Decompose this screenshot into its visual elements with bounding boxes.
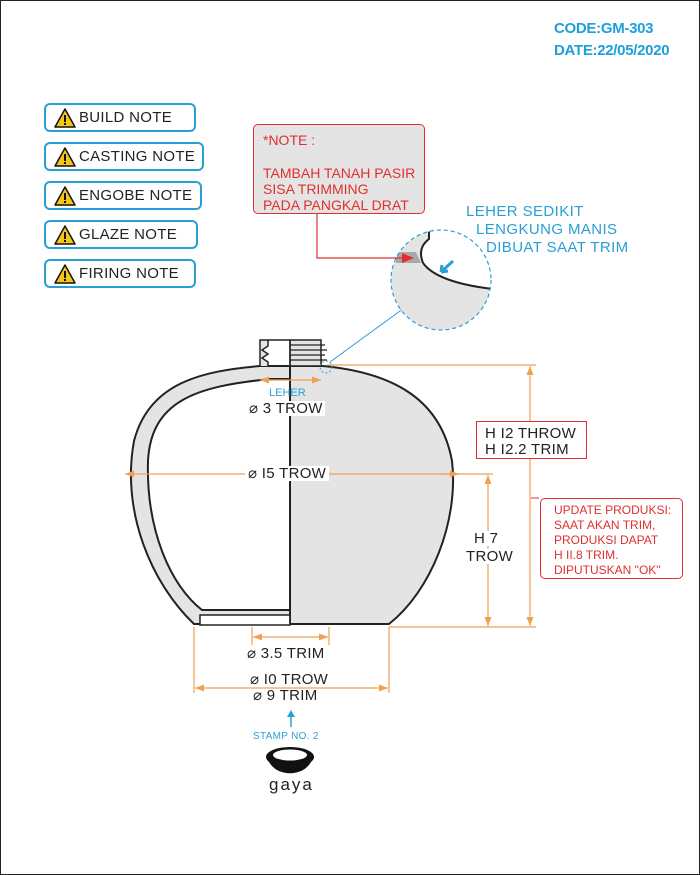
- neck-diameter-label: ⌀ 3 TROW: [247, 400, 325, 417]
- foot-outer-throw-label: ⌀ I0 TROW: [247, 672, 332, 687]
- gaya-logo-icon: [266, 747, 314, 774]
- note-line-3: PADA PANGKAL DRAT: [263, 197, 409, 213]
- pot-foot: [199, 614, 291, 626]
- dimension-lines: [125, 364, 536, 693]
- pot-body: [130, 339, 454, 626]
- glaze-note-label: GLAZE NOTE: [79, 226, 178, 243]
- brand-wordmark: gaya: [269, 775, 314, 794]
- neck-detail-view: [329, 229, 492, 363]
- note-line-1: TAMBAH TANAH PASIR: [263, 165, 416, 181]
- stamp-label: STAMP NO. 2: [253, 731, 319, 742]
- warning-icon: [54, 107, 76, 128]
- drawing-date: DATE:22/05/2020: [554, 42, 670, 59]
- neck-callout-line-1: LEHER SEDIKIT: [466, 203, 584, 220]
- engobe-note-button[interactable]: ENGOBE NOTE: [44, 181, 202, 210]
- firing-note-button[interactable]: FIRING NOTE: [44, 259, 196, 288]
- neck-thread: [290, 344, 327, 361]
- drawing-code: CODE:GM-303: [554, 20, 654, 37]
- warning-icon: [54, 146, 76, 167]
- detail-blue-arrow: [439, 259, 455, 274]
- detail-marker: [319, 360, 333, 374]
- update-line-4: H II.8 TRIM.: [554, 548, 619, 562]
- mid-height-label-2: TROW: [465, 548, 515, 565]
- pot-right-half: [289, 365, 454, 625]
- engobe-note-label: ENGOBE NOTE: [79, 187, 193, 204]
- warning-icon: [54, 263, 76, 284]
- casting-note-button[interactable]: CASTING NOTE: [44, 142, 204, 171]
- note-line-2: SISA TRIMMING: [263, 181, 369, 197]
- update-line-2: SAAT AKAN TRIM,: [554, 518, 656, 532]
- height-trim-label: H I2.2 TRIM: [485, 441, 569, 458]
- trim-note-box: *NOTE : TAMBAH TANAH PASIR SISA TRIMMING…: [253, 124, 425, 214]
- casting-note-label: CASTING NOTE: [79, 148, 196, 165]
- pot-neck-left: [259, 339, 270, 366]
- neck-callout-line-3: DIBUAT SAAT TRIM: [486, 239, 629, 256]
- note-leader-line: [316, 213, 403, 259]
- update-line-5: DIPUTUSKAN "OK": [554, 563, 661, 577]
- warning-icon: [54, 185, 76, 206]
- update-line-1: UPDATE PRODUKSI:: [554, 503, 672, 517]
- warning-icon: [54, 224, 76, 245]
- height-box: H I2 THROW H I2.2 TRIM: [476, 421, 587, 459]
- update-line-3: PRODUKSI DAPAT: [554, 533, 659, 547]
- height-throw-label: H I2 THROW: [485, 425, 577, 442]
- mid-height-label-1: H 7: [473, 530, 500, 547]
- neck-label: LEHER: [269, 387, 306, 399]
- firing-note-label: FIRING NOTE: [79, 265, 179, 282]
- foot-outer-trim-label: ⌀ 9 TRIM: [253, 687, 318, 704]
- build-note-button[interactable]: BUILD NOTE: [44, 103, 196, 132]
- neck-callout-line-2: LENGKUNG MANIS: [476, 221, 618, 238]
- body-diameter-label: ⌀ I5 TROW: [245, 466, 330, 481]
- foot-inner-label: ⌀ 3.5 TRIM: [247, 645, 325, 662]
- build-note-label: BUILD NOTE: [79, 109, 173, 126]
- pot-neck-right: [289, 339, 322, 367]
- note-title: *NOTE :: [263, 132, 316, 148]
- update-production-box: UPDATE PRODUKSI: SAAT AKAN TRIM, PRODUKS…: [540, 498, 683, 579]
- glaze-note-button[interactable]: GLAZE NOTE: [44, 220, 198, 249]
